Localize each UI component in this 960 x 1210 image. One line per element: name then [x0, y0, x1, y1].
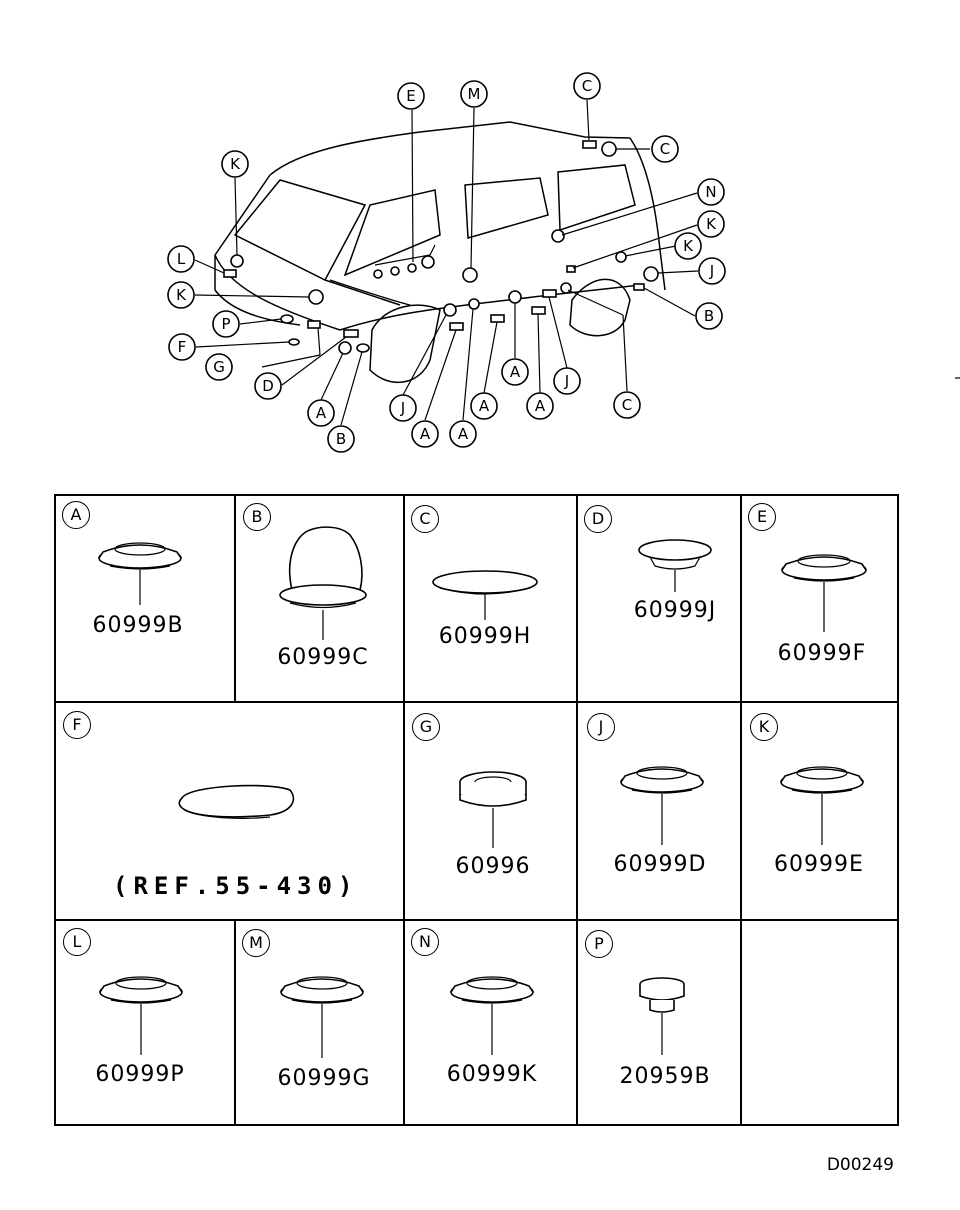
callout-k1: K: [221, 150, 249, 178]
callout-label: K: [706, 215, 717, 233]
callout-label: A: [535, 397, 546, 415]
callout-label: C: [622, 396, 632, 414]
callout-a5: A: [501, 358, 529, 386]
callout-k2: K: [697, 210, 725, 238]
drawing-code: D00249: [826, 1155, 894, 1175]
callout-k4: K: [167, 281, 195, 309]
callout-label: N: [705, 183, 716, 201]
callout-a1: A: [307, 399, 335, 427]
callout-label: L: [177, 250, 186, 268]
callout-j1: J: [698, 257, 726, 285]
callout-b2: B: [327, 425, 355, 453]
callout-c3: C: [613, 391, 641, 419]
plug-b-drawing: [279, 526, 367, 640]
plug-markers: [223, 140, 659, 355]
leader-lines: [194, 99, 699, 426]
grommet-l-drawing: [99, 976, 183, 1055]
plug-d-drawing: [638, 539, 712, 592]
callout-f: F: [168, 333, 196, 361]
callout-n: N: [697, 178, 725, 206]
callout-j2: J: [389, 394, 417, 422]
callout-label: A: [458, 425, 469, 443]
callout-c1: C: [573, 72, 601, 100]
callout-k3: K: [674, 232, 702, 260]
grommet-j-drawing: [620, 766, 704, 845]
pin-p-drawing: [639, 977, 685, 1055]
callout-label: B: [704, 307, 714, 325]
grommet-m-drawing: [280, 976, 364, 1058]
callout-j3: J: [553, 367, 581, 395]
callout-label: G: [213, 358, 225, 376]
callout-label: D: [262, 377, 274, 395]
plug-c-drawing: [432, 570, 538, 620]
callout-a3: A: [449, 420, 477, 448]
callout-label: M: [468, 85, 481, 103]
callout-a6: A: [526, 392, 554, 420]
callout-g: G: [205, 353, 233, 381]
callout-label: E: [406, 87, 415, 105]
callout-label: J: [400, 399, 405, 417]
callout-l: L: [167, 245, 195, 273]
callout-label: C: [582, 77, 592, 95]
grommet-g-drawing: [459, 771, 527, 848]
callout-a4: A: [470, 392, 498, 420]
callout-c2: C: [651, 135, 679, 163]
callouts: C C E M K N K K J L K B P F G D A B J A …: [167, 72, 726, 453]
parts-table: [54, 494, 899, 1126]
callout-m: M: [460, 80, 488, 108]
callout-p: P: [212, 310, 240, 338]
callout-label: A: [420, 425, 431, 443]
plug-f-drawing: [178, 784, 295, 819]
vehicle-outline: [214, 121, 666, 384]
callout-label: B: [336, 430, 346, 448]
callout-label: K: [683, 237, 694, 255]
callout-label: J: [564, 372, 569, 390]
callout-label: A: [510, 363, 521, 381]
grommet-n-drawing: [450, 976, 534, 1055]
callout-label: J: [709, 262, 714, 280]
callout-label: A: [316, 404, 327, 422]
grommet-k-drawing: [780, 766, 864, 845]
callout-label: P: [221, 315, 230, 333]
callout-label: K: [176, 286, 187, 304]
callout-b1: B: [695, 302, 723, 330]
callout-label: A: [479, 397, 490, 415]
callout-label: K: [230, 155, 241, 173]
part-drawings: [98, 526, 867, 1058]
callout-e: E: [397, 82, 425, 110]
grommet-e-drawing: [781, 554, 867, 632]
callout-a2: A: [411, 420, 439, 448]
callout-label: F: [178, 338, 187, 356]
callout-label: C: [660, 140, 670, 158]
grommet-a-drawing: [98, 542, 182, 605]
callout-d: D: [254, 372, 282, 400]
